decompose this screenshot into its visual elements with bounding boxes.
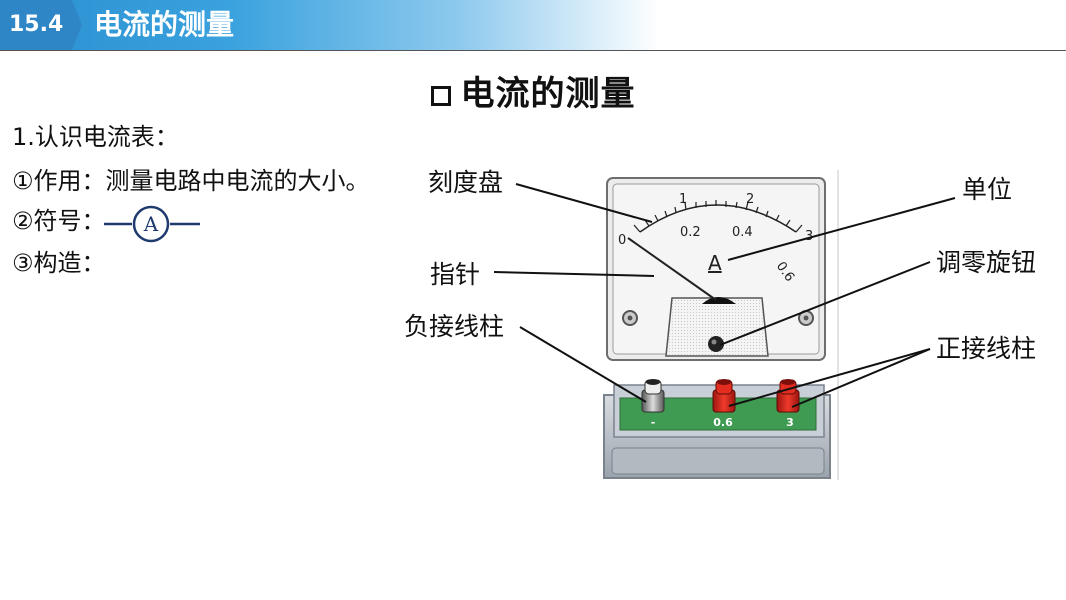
negative-terminal-post xyxy=(641,379,665,413)
symbol-line: ②符号： xyxy=(12,207,106,235)
page-title-text: 电流的测量 xyxy=(460,74,636,114)
scale-label-1: 1 xyxy=(679,192,687,207)
section-title: 电流的测量 xyxy=(94,8,235,41)
structure-line: ③构造： xyxy=(12,249,106,277)
scale-label-3: 3 xyxy=(805,229,813,244)
pointer-pivot xyxy=(702,297,736,304)
unit-letter: A xyxy=(708,251,722,275)
pointer-needle xyxy=(627,237,717,301)
positive-terminal-post-0-6 xyxy=(712,379,736,413)
dial-scale xyxy=(633,200,803,233)
header-banner: 15.4 电流的测量 xyxy=(0,0,1066,52)
banner-background xyxy=(0,0,660,50)
scale-label-0-4: 0.4 xyxy=(732,225,753,240)
scale-label-0: 0 xyxy=(618,233,626,248)
ammeter-symbol-icon: A xyxy=(104,205,200,243)
scale-label-2: 2 xyxy=(746,192,754,207)
zero-adjust-knob-icon xyxy=(708,336,724,352)
terminal-label-0-6: 0.6 xyxy=(713,416,733,429)
function-line: ①作用：测量电路中电流的大小。 xyxy=(12,167,370,195)
label-positive-terminal: 正接线柱 xyxy=(936,334,1037,363)
label-dial: 刻度盘 xyxy=(428,168,504,197)
intro-line: 1.认识电流表： xyxy=(12,123,179,151)
pointer-window xyxy=(665,297,769,357)
label-negative-terminal: 负接线柱 xyxy=(404,312,505,341)
label-zero-adjust: 调零旋钮 xyxy=(936,248,1037,277)
square-bullet-icon xyxy=(430,86,451,106)
symbol-letter: A xyxy=(143,212,159,236)
leader-lines xyxy=(493,183,956,408)
terminal-label-3: 3 xyxy=(786,416,794,429)
section-number: 15.4 xyxy=(0,0,82,50)
label-pointer: 指针 xyxy=(430,260,481,289)
page-title: 电流的测量 xyxy=(0,66,1066,115)
scale-label-0-2: 0.2 xyxy=(680,225,701,240)
label-unit: 单位 xyxy=(962,175,1013,204)
header-divider xyxy=(0,50,1066,51)
terminal-label-negative: - xyxy=(651,416,656,429)
positive-terminal-post-3 xyxy=(776,379,800,413)
